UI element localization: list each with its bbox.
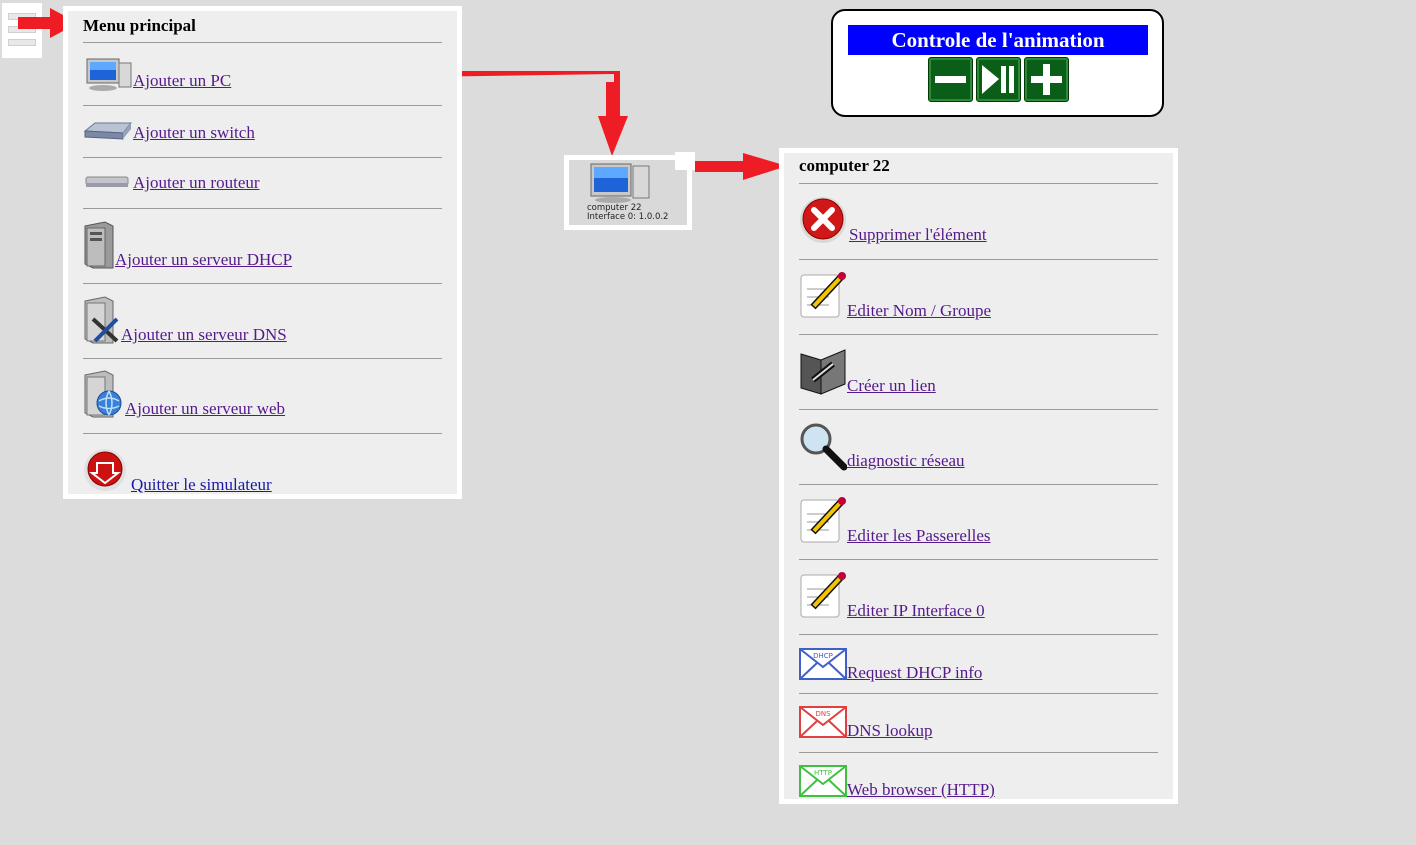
minus-icon (935, 76, 966, 83)
dhcp-server-icon (84, 221, 114, 269)
create-link-link[interactable]: Créer un lien (847, 376, 936, 395)
http-envelope-icon: HTTP (799, 765, 847, 797)
add-router-link[interactable]: Ajouter un routeur (133, 173, 260, 192)
ctx-item-edit-name[interactable]: Editer Nom / Groupe (799, 271, 991, 321)
ctx-item-dns-lookup[interactable]: DNS DNS lookup (799, 705, 932, 741)
speed-up-button[interactable] (1024, 57, 1069, 102)
edit-name-link[interactable]: Editer Nom / Groupe (847, 301, 991, 320)
context-menu-title: computer 22 (799, 156, 890, 175)
main-menu-panel: Menu principal Ajouter un PC Ajouter un … (63, 6, 462, 499)
menu-item-add-dns-server[interactable]: Ajouter un serveur DNS (83, 295, 287, 345)
add-dns-server-link[interactable]: Ajouter un serveur DNS (121, 325, 287, 344)
dns-badge: DNS (815, 710, 831, 718)
ctx-item-request-dhcp[interactable]: DHCP Request DHCP info (799, 647, 982, 683)
network-diagnostic-link[interactable]: diagnostic réseau (847, 451, 965, 470)
dns-envelope-icon: DNS (799, 706, 847, 738)
ctx-item-edit-gateways[interactable]: Editer les Passerelles (799, 496, 991, 546)
request-dhcp-link[interactable]: Request DHCP info (847, 663, 983, 682)
dns-server-icon (84, 296, 119, 344)
dns-lookup-link[interactable]: DNS lookup (847, 721, 933, 740)
add-dhcp-server-link[interactable]: Ajouter un serveur DHCP (115, 250, 293, 269)
context-menu-panel: computer 22 Supprimer l'élément Editer N… (779, 148, 1178, 804)
router-icon (85, 176, 129, 187)
ctx-item-edit-ip[interactable]: Editer IP Interface 0 (799, 571, 985, 621)
slow-down-button[interactable] (928, 57, 973, 102)
node-label: computer 22 Interface 0: 1.0.0.2 (587, 204, 668, 222)
ctx-item-network-diagnostic[interactable]: diagnostic réseau (799, 421, 965, 471)
main-menu-title: Menu principal (83, 16, 196, 35)
node-interface: Interface 0: 1.0.0.2 (587, 212, 669, 222)
menu-item-add-router[interactable]: Ajouter un routeur (83, 171, 260, 193)
add-switch-link[interactable]: Ajouter un switch (133, 123, 255, 142)
edit-pencil-icon (800, 272, 846, 318)
menu-item-add-dhcp-server[interactable]: Ajouter un serveur DHCP (83, 220, 292, 270)
quit-link[interactable]: Quitter le simulateur (131, 475, 272, 494)
menu-item-add-pc[interactable]: Ajouter un PC (83, 57, 231, 91)
edit-ip-link[interactable]: Editer IP Interface 0 (847, 601, 985, 620)
animation-control-panel: Controle de l'animation (831, 9, 1164, 117)
plus-icon (1031, 64, 1062, 95)
pc-icon (590, 163, 650, 203)
animation-title: Controle de l'animation (848, 25, 1148, 55)
dhcp-envelope-icon: DHCP (799, 648, 847, 680)
delete-link[interactable]: Supprimer l'élément (849, 225, 987, 244)
web-browser-link[interactable]: Web browser (HTTP) (847, 780, 995, 799)
switch-icon (83, 122, 133, 140)
add-pc-link[interactable]: Ajouter un PC (133, 71, 232, 90)
web-server-icon (84, 370, 122, 418)
menu-item-add-web-server[interactable]: Ajouter un serveur web (83, 369, 285, 419)
ctx-item-create-link[interactable]: Créer un lien (799, 346, 936, 396)
menu-item-quit[interactable]: Quitter le simulateur (83, 445, 272, 495)
dhcp-badge: DHCP (813, 652, 833, 660)
edit-gateways-link[interactable]: Editer les Passerelles (847, 526, 991, 545)
arrow-node-to-context-icon (695, 153, 787, 180)
device-node-computer[interactable]: computer 22 Interface 0: 1.0.0.2 (564, 155, 692, 230)
delete-icon (800, 197, 846, 243)
ctx-item-delete[interactable]: Supprimer l'élément (799, 195, 987, 245)
menu-item-add-switch[interactable]: Ajouter un switch (83, 119, 255, 143)
magnifier-icon (800, 423, 847, 471)
node-handle[interactable] (675, 152, 695, 170)
quit-icon (84, 449, 126, 491)
http-badge: HTTP (814, 769, 832, 777)
edit-pencil-icon (800, 497, 846, 543)
ctx-item-web-browser[interactable]: HTTP Web browser (HTTP) (799, 764, 995, 800)
node-name: computer 22 (587, 203, 642, 213)
link-book-icon (800, 349, 846, 395)
play-pause-icon (982, 65, 1014, 94)
play-pause-button[interactable] (976, 57, 1021, 102)
pc-icon (86, 58, 132, 91)
add-web-server-link[interactable]: Ajouter un serveur web (125, 399, 286, 418)
edit-pencil-icon (800, 572, 846, 618)
